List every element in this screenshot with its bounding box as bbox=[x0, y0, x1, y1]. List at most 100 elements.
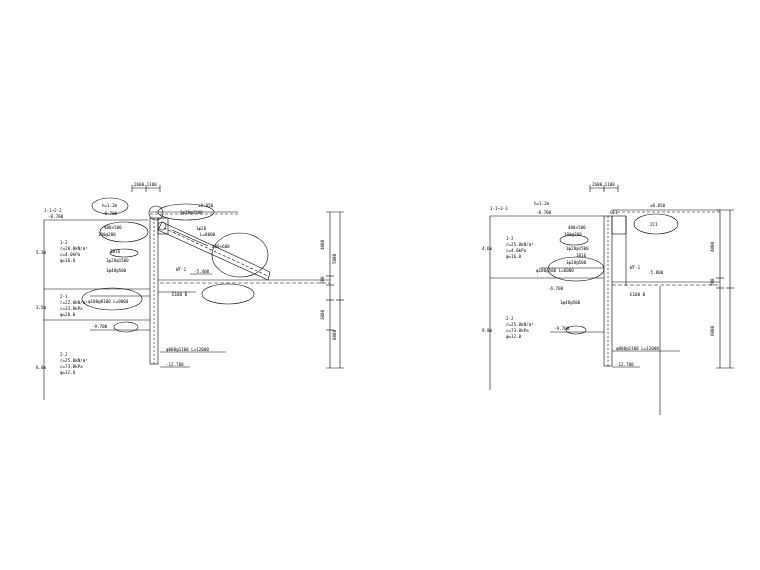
right-elev-mid: -5.800 bbox=[648, 270, 664, 275]
right-beam-reinf: 100@200 bbox=[564, 232, 582, 237]
right-thickness-1: 4.6m bbox=[482, 246, 493, 251]
svg-text:3000: 3000 bbox=[320, 309, 325, 320]
left-soil-1-name: 1-2 bbox=[60, 240, 68, 245]
svg-text:c=73.0kPa: c=73.0kPa bbox=[506, 328, 529, 333]
right-anchor-label: φ100@500 L=6000 bbox=[536, 268, 574, 273]
left-elev-mid: -5.400 bbox=[194, 269, 210, 274]
left-dims-top: 2600 1100 bbox=[134, 182, 157, 187]
svg-text:c=33.0kPa: c=33.0kPa bbox=[60, 306, 83, 311]
svg-text:r=25.0kN/m³: r=25.0kN/m³ bbox=[506, 322, 534, 327]
svg-text:4000: 4000 bbox=[320, 239, 325, 250]
svg-text:700: 700 bbox=[710, 278, 715, 286]
svg-text:r=25.0kN/m³: r=25.0kN/m³ bbox=[60, 358, 88, 363]
svg-text:c=4.0kPa: c=4.0kPa bbox=[60, 252, 81, 257]
right-elev-bot: -12.700 bbox=[616, 362, 634, 367]
svg-text:r=20.0kN/m³: r=20.0kN/m³ bbox=[60, 246, 88, 251]
left-bar-a: 1B16 bbox=[110, 249, 121, 254]
left-strut-length: L=8000 bbox=[200, 232, 216, 237]
svg-text:φ=28.0: φ=28.0 bbox=[60, 312, 76, 317]
right-soil-layer-2: 9.0m 2-2 r=25.0kN/m³ c=73.0kPa φ=32.0 bbox=[482, 316, 534, 339]
svg-text:c=73.0kPa: c=73.0kPa bbox=[60, 364, 83, 369]
svg-text:700: 700 bbox=[320, 276, 325, 284]
left-strut-size: 1φ28 bbox=[196, 226, 207, 231]
right-beam-size: 400×500 bbox=[568, 225, 586, 230]
right-soil-1-name: 1-2 bbox=[506, 236, 514, 241]
right-soil-layer-1: 4.6m 1-2 r=25.0kN/m³ c=4.0kPa φ=16.0 bbox=[482, 236, 534, 259]
left-bar-b: 1φ28@1500 bbox=[106, 258, 129, 263]
left-grade-elev: -0.700 bbox=[48, 214, 64, 219]
left-strut-section: 280×600 bbox=[212, 244, 230, 249]
svg-text:4000: 4000 bbox=[710, 241, 715, 252]
left-beam-reinf: 100@200 bbox=[98, 232, 116, 237]
svg-text:8000: 8000 bbox=[332, 329, 337, 340]
left-soil-2-name: 2-1 bbox=[60, 294, 68, 299]
right-stage-note: 1-1~3-3 bbox=[490, 206, 508, 211]
left-elev-low: -9.700 bbox=[92, 324, 108, 329]
right-vertical-dimensions: 4000 700 6000 bbox=[710, 209, 734, 369]
right-wt-label: WT-1 bbox=[630, 265, 641, 270]
left-anchor-label: φ100@8100 L=9000 bbox=[88, 299, 129, 304]
svg-text:φ=32.0: φ=32.0 bbox=[60, 370, 76, 375]
left-beam-size: 400×500 bbox=[104, 225, 122, 230]
left-revision-cloud-1 bbox=[91, 197, 129, 215]
left-revision-cloud-2 bbox=[99, 221, 149, 243]
svg-text:φ=16.0: φ=16.0 bbox=[60, 258, 76, 263]
left-top-dimension: 2600 1100 bbox=[131, 182, 161, 192]
right-elev-top: ±0.050 bbox=[650, 203, 666, 208]
left-pile-label: φ800@1100 L=12000 bbox=[166, 347, 209, 352]
left-revision-cloud-5 bbox=[81, 287, 143, 311]
left-revision-cloud-6 bbox=[211, 232, 269, 278]
left-thickness-3: 8.0m bbox=[36, 365, 47, 370]
right-pile-label: φ800@1100 L=12000 bbox=[616, 346, 659, 351]
left-soil-3-name: 2-2 bbox=[60, 352, 68, 357]
right-dims-top: 2600 1100 bbox=[592, 182, 615, 187]
right-level-b: E100 B bbox=[630, 292, 646, 297]
right-beam-label: GL1 bbox=[610, 210, 618, 215]
left-elev-top: ±0.050 bbox=[198, 203, 214, 208]
right-revision-cloud-1 bbox=[633, 213, 679, 235]
right-retaining-pile bbox=[603, 215, 613, 367]
left-soil-layer-2: 3.5m 2-1 r=22.0kN/m³ c=33.0kPa φ=28.0 bbox=[36, 294, 88, 317]
right-cap-beam bbox=[611, 215, 627, 235]
left-revision-cloud-4 bbox=[157, 203, 215, 221]
left-elev-bot: -12.700 bbox=[166, 362, 184, 367]
right-section: 2600 1100 1-1~3-3 h=1.2m -0.700 ±0.050 G… bbox=[482, 182, 734, 415]
right-revision-cloud-4 bbox=[565, 325, 587, 335]
svg-text:c=4.0kPa: c=4.0kPa bbox=[506, 248, 527, 253]
svg-text:5000: 5000 bbox=[332, 253, 337, 264]
right-elev-anchor: -6.700 bbox=[548, 286, 564, 291]
left-revision-cloud-7 bbox=[201, 283, 255, 305]
right-bar-b: 1φ28@500 bbox=[566, 260, 587, 265]
right-bar-c: 1φ48@500 bbox=[560, 300, 581, 305]
right-elev-low: -9.700 bbox=[554, 326, 570, 331]
left-pipe-label: 1φ20@1500 bbox=[180, 210, 203, 215]
left-thickness-1: 5.3m bbox=[36, 250, 47, 255]
right-pipe-label: 1φ28@1500 bbox=[566, 246, 589, 251]
svg-text:φ=16.0: φ=16.0 bbox=[506, 254, 522, 259]
left-bar-c: 1φ48@500 bbox=[106, 268, 127, 273]
left-section: 2600 1100 1-1~2-2 -0.700 h=1.2m -0.700 ±… bbox=[36, 182, 344, 400]
right-grade-elev: -0.700 bbox=[536, 210, 552, 215]
left-wt-label: WT-1 bbox=[176, 267, 187, 272]
svg-text:r=25.0kN/m³: r=25.0kN/m³ bbox=[506, 242, 534, 247]
right-bar-a: 1B16 bbox=[576, 253, 587, 258]
right-thickness-2: 9.0m bbox=[482, 328, 493, 333]
left-level-b: E100 B bbox=[172, 292, 188, 297]
svg-text:6000: 6000 bbox=[710, 325, 715, 336]
left-soil-layer-1: 5.3m 1-2 r=20.0kN/m³ c=4.0kPa φ=16.0 bbox=[36, 240, 88, 263]
left-soil-layer-3: 8.0m 2-2 r=25.0kN/m³ c=73.0kPa φ=32.0 bbox=[36, 352, 88, 375]
right-top-note: 2CI bbox=[650, 222, 658, 227]
left-vertical-dimensions: 4000 700 3000 5000 8000 bbox=[320, 211, 344, 369]
left-stage-note: 1-1~2-2 bbox=[44, 208, 62, 213]
left-slope-label: h=1.2m bbox=[102, 203, 118, 208]
svg-text:φ=32.0: φ=32.0 bbox=[506, 334, 522, 339]
left-revision-cloud-8 bbox=[113, 321, 139, 333]
right-top-dimension: 2600 1100 bbox=[589, 182, 619, 192]
svg-text:r=22.0kN/m³: r=22.0kN/m³ bbox=[60, 300, 88, 305]
left-cap-beam bbox=[157, 217, 169, 235]
right-soil-2-name: 2-2 bbox=[506, 316, 514, 321]
left-thickness-2: 3.5m bbox=[36, 305, 47, 310]
right-slope-label: h=1.2m bbox=[534, 201, 550, 206]
right-revision-cloud-3 bbox=[559, 234, 589, 246]
